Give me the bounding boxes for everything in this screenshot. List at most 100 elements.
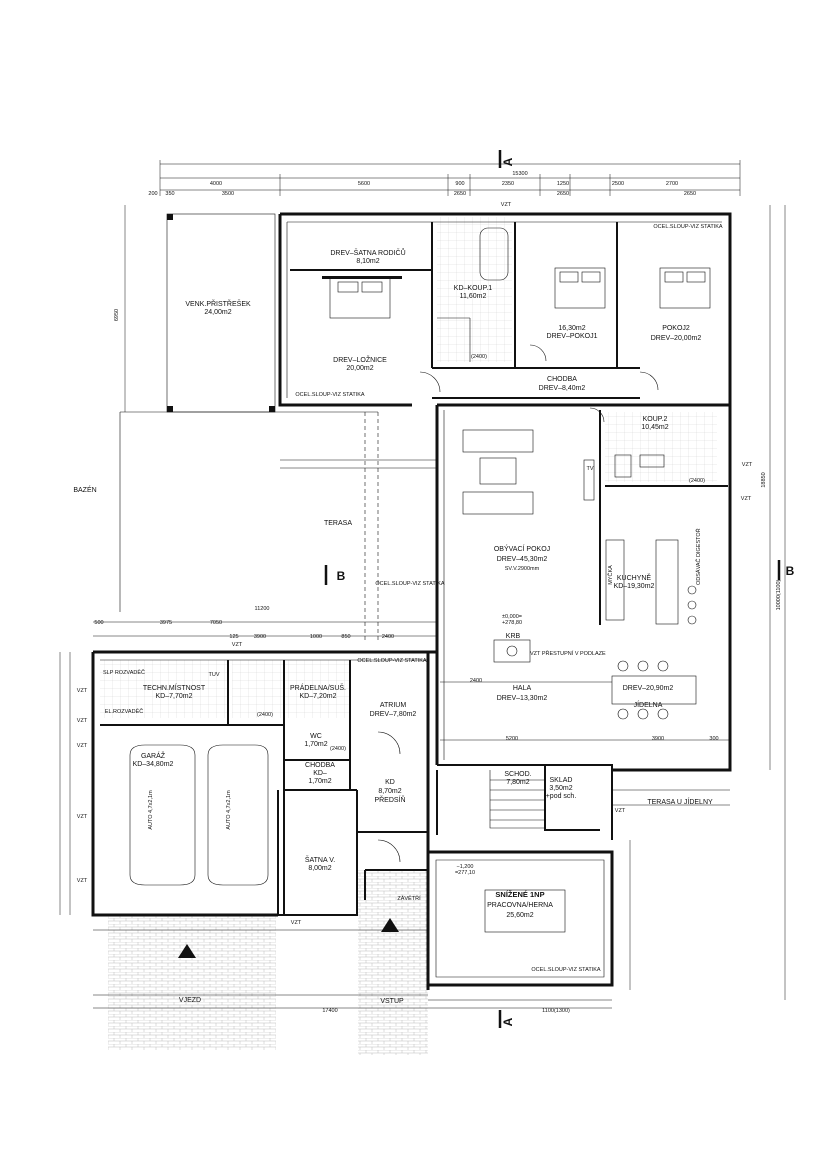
label-dimensions-hala-1: 5200 xyxy=(506,736,518,742)
label-rooms-obyvaci-1: DREV–45,30m2 xyxy=(497,556,548,563)
label-site_labels-vzt: VZT xyxy=(291,920,302,926)
bathroom1-tiles xyxy=(437,217,512,362)
label-rooms-pracovna-2: 25,60m2 xyxy=(506,912,533,919)
label-site_labels-level1b: +278,80 xyxy=(502,620,522,626)
kitchen-island xyxy=(655,539,679,625)
label-rooms-obyvaci-0: OBÝVACÍ POKOJ xyxy=(494,544,550,553)
label-section_marks-a_top: A xyxy=(501,157,515,166)
label-site_labels-vzt: VZT xyxy=(77,688,88,694)
label-rooms-pokoj2-0: POKOJ2 xyxy=(662,325,690,332)
label-site_labels-el: EL.ROZVADĚČ xyxy=(105,707,143,715)
label-dimensions-garage_row-2: 7050 xyxy=(210,620,222,626)
label-site_labels-vzt: VZT xyxy=(77,814,88,820)
pool-edge xyxy=(119,411,378,612)
dining-table xyxy=(611,675,697,705)
label-dimensions-top_row2-0: 200 xyxy=(148,191,157,197)
tech-room-tiles xyxy=(100,660,228,718)
label-dimensions-top_row1-5: 2500 xyxy=(612,181,624,187)
label-site_labels-ocel_sloup: OCEL.SLOUP-VIZ STATIKA xyxy=(531,967,601,973)
label-dimensions-hala-3: 300 xyxy=(709,736,718,742)
label-dimensions-top_row1-6: 2700 xyxy=(666,181,678,187)
label-dimensions-top_row2-2: 3500 xyxy=(222,191,234,197)
label-site_labels-tuv: TUV xyxy=(209,672,220,678)
label-rooms-kuchyne-1: KD–19,30m2 xyxy=(614,583,655,590)
label-dimensions-right_total: 18850 xyxy=(761,472,767,487)
label-dimensions-garage_row-5: 1000 xyxy=(310,634,322,640)
label-rooms-kd_predsin-1: 8,70m2 xyxy=(378,788,401,795)
label-dimensions-garage_row-6: 850 xyxy=(341,634,350,640)
label-dimensions-garage_row-4: 3900 xyxy=(254,634,266,640)
label-dimensions-bottom_total: 17400 xyxy=(322,1008,337,1014)
label-site_labels-obyvaci_note: SV.V.2900mm xyxy=(505,566,540,572)
label-site_labels-bazen: BAZÉN xyxy=(73,485,96,494)
label-rooms-atrium-0: ATRIUM xyxy=(380,702,406,709)
label-site_labels-vzt: VZT xyxy=(742,462,753,468)
label-site_labels-zr: (2400) xyxy=(689,478,705,484)
label-site_labels-zr: (2400) xyxy=(471,354,487,360)
label-site_labels-vzt: VZT xyxy=(77,743,88,749)
bathtub-icon xyxy=(479,227,509,281)
label-site_labels-ocel_sloup: OCEL.SLOUP-VIZ STATIKA xyxy=(357,658,427,664)
label-site_labels-zr: (2400) xyxy=(330,746,346,752)
label-site_labels-zavetri: ZÁVĚTŘÍ xyxy=(397,894,421,902)
label-rooms-hala-0: HALA xyxy=(513,685,532,692)
label-rooms-pracovna-0: SNÍŽENÉ 1NP xyxy=(495,890,544,899)
label-site_labels-vzt_note: VZT PŘESTUPNÍ V PODLAZE xyxy=(530,649,606,657)
car-icon xyxy=(207,744,269,886)
label-site_labels-vzt: VZT xyxy=(741,496,752,502)
label-site_labels-level2b: =277,10 xyxy=(455,870,475,876)
label-rooms-sklad-0: SKLAD xyxy=(550,777,573,784)
label-site_labels-tv: TV xyxy=(586,466,593,472)
label-site_labels-digestor: ODSÁVAČ DIGESTOŘ xyxy=(694,528,702,585)
label-site_labels-vstup: VSTUP xyxy=(380,998,404,1005)
label-rooms-pradelna-1: KD–7,20m2 xyxy=(300,693,337,700)
label-rooms-sklad-2: +pod sch. xyxy=(546,793,577,800)
label-dimensions-garage_row-7: 2400 xyxy=(382,634,394,640)
label-dimensions-top_row2-3: 2650 xyxy=(454,191,466,197)
label-rooms-wc-1: 1,70m2 xyxy=(304,741,327,748)
label-dimensions-top_row2-5: 2650 xyxy=(684,191,696,197)
label-site_labels-slp: SLP ROZVADĚČ xyxy=(103,668,145,676)
label-rooms-pokoj1-1: DREV–POKOJ1 xyxy=(547,333,598,340)
label-rooms-chodba-0: CHODBA xyxy=(547,376,577,383)
label-rooms-tech-0: TECHN.MÍSTNOST xyxy=(143,683,206,692)
label-dimensions-right_b: 10000(1100) xyxy=(776,579,782,610)
label-rooms-satna_v-1: 8,00m2 xyxy=(308,865,331,872)
label-rooms-pradelna-0: PRÁDELNA/SUŠ. xyxy=(290,683,346,692)
label-site_labels-krb: KRB xyxy=(506,633,521,640)
label-rooms-kd_predsin-0: KD xyxy=(385,779,395,786)
bathroom2-tiles xyxy=(605,412,717,482)
label-site_labels-myvka: MYČKA xyxy=(607,565,614,585)
label-site_labels-ocel_sloup: OCEL.SLOUP-VIZ STATIKA xyxy=(295,392,365,398)
label-section_marks-a_bottom: A xyxy=(501,1017,515,1026)
study-walls xyxy=(426,850,614,987)
bedroom-wing-left-wall xyxy=(278,214,412,407)
label-rooms-loznice-0: DREV–LOŽNICE xyxy=(333,355,387,364)
label-site_labels-auto1: AUTO 4,7x2,1m xyxy=(148,790,154,830)
label-dimensions-top_row1-0: 4000 xyxy=(210,181,222,187)
label-site_labels-vzt: VZT xyxy=(615,808,626,814)
label-dimensions-top_row1-1: 5600 xyxy=(358,181,370,187)
label-rooms-atrium-1: DREV–7,80m2 xyxy=(370,711,417,718)
label-dimensions-hala-2: 3900 xyxy=(652,736,664,742)
label-rooms-pokoj1-0: 16,30m2 xyxy=(558,325,585,332)
label-rooms-koupelna1-0: KD–KOUP.1 xyxy=(454,285,492,292)
label-site_labels-vjezd: VJEZD xyxy=(179,997,201,1004)
label-site_labels-terasa: TERASA xyxy=(324,520,352,527)
label-site_labels-terasa_jidelny: TERASA U JÍDELNY xyxy=(647,797,713,806)
label-rooms-schody-0: SCHOD. xyxy=(504,771,531,778)
label-dimensions-top_row2-1: 350 xyxy=(165,191,174,197)
label-rooms-kuchyne-0: KUCHYNĚ xyxy=(617,573,652,582)
label-dimensions-bottom_b: 1100(1300) xyxy=(542,1008,570,1014)
label-rooms-wc-0: WC xyxy=(310,733,322,740)
label-dimensions-garage_row-0: 500 xyxy=(94,620,103,626)
driveway-paving xyxy=(108,915,276,1050)
label-site_labels-zr: (2400) xyxy=(257,712,273,718)
label-site_labels-vzt: VZT xyxy=(77,718,88,724)
label-dimensions-hala-0: 2400 xyxy=(470,678,482,684)
label-dimensions-top_row2-4: 2650 xyxy=(557,191,569,197)
label-rooms-pokoj2-1: DREV–20,00m2 xyxy=(651,335,702,342)
label-rooms-kd_predsin-2: PŘEDSÍŇ xyxy=(374,795,405,804)
label-rooms-satna_rodicu-0: DREV–ŠATNA RODIČŮ xyxy=(330,248,405,257)
label-rooms-garaz-0: GARÁŽ xyxy=(141,751,166,760)
